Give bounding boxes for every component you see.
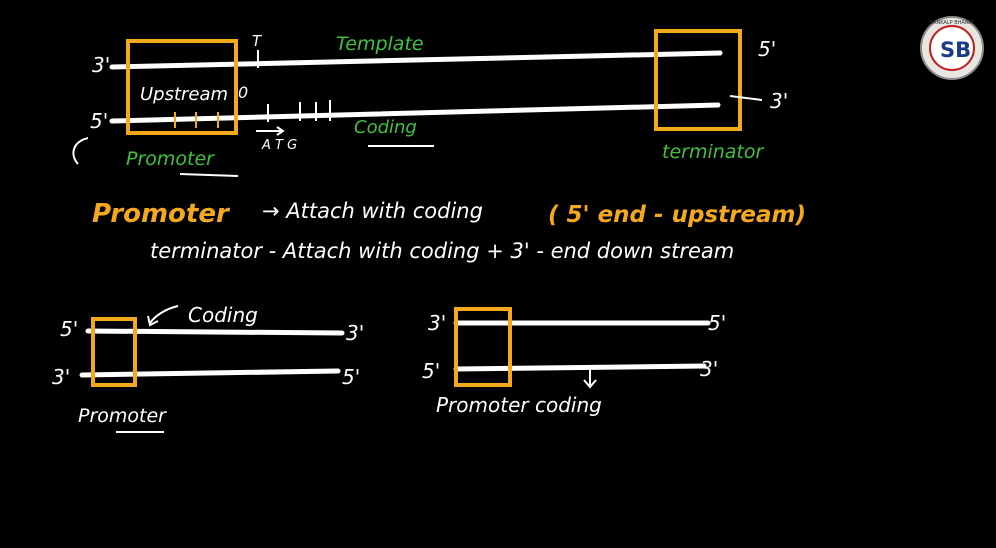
promoter-label: Promoter <box>78 405 167 427</box>
coding-ticks <box>267 100 331 122</box>
diagram-transcription-unit: 3' 5' 5' 3' Template Upstream 0 T A T G … <box>72 29 788 177</box>
template-label: Template <box>336 33 424 55</box>
right-top-end: 5' <box>758 37 776 61</box>
zero-mark: 0 <box>238 83 248 102</box>
notes-promoter-term: Promoter <box>92 199 231 229</box>
logo-letters: SB <box>940 38 971 62</box>
notes-line2-text: terminator - Attach with coding + 3' - e… <box>150 239 734 263</box>
diagram-left-promoter: 5' 3' 3' 5' Coding Promoter <box>52 303 364 433</box>
notes-line1-text: → Attach with coding <box>262 199 483 223</box>
left-top-end: 3' <box>92 53 110 77</box>
notes-line1-detail: ( 5' end - upstream) <box>548 202 806 228</box>
left-bottom-end: 5' <box>90 109 108 133</box>
promoter-box <box>91 317 137 387</box>
channel-logo: SB SANKALP BHARAT <box>920 16 984 80</box>
bottom-left-end: 3' <box>52 365 70 389</box>
top-left-end: 5' <box>60 317 78 341</box>
promoter-box <box>126 39 238 135</box>
right-bottom-end: 3' <box>770 89 788 113</box>
curved-arrow-icon <box>149 305 179 324</box>
coding-label: Coding <box>188 303 258 327</box>
promoter-box <box>454 307 512 387</box>
bottom-left-end: 5' <box>422 359 440 383</box>
coding-strand <box>109 102 721 124</box>
promoter-label: Promoter <box>126 148 215 170</box>
bases-label: A T G <box>261 138 297 153</box>
top-right-end: 3' <box>346 321 364 345</box>
terminator-box <box>654 29 742 131</box>
t-mark: T <box>252 32 263 50</box>
logo-ring-text: SANKALP BHARAT <box>930 20 975 26</box>
coding-label: Coding <box>354 117 417 138</box>
diagram-right-promoter: 3' 5' 5' 3' Promoter coding <box>422 307 726 417</box>
promoter-ticks <box>174 112 219 128</box>
upstream-label: Upstream <box>140 84 228 105</box>
curved-arrow-icon <box>72 137 89 165</box>
top-right-end: 5' <box>708 311 726 335</box>
notes: Promoter → Attach with coding ( 5' end -… <box>92 199 806 263</box>
terminator-label: terminator <box>662 141 764 163</box>
template-strand <box>109 50 723 70</box>
bottom-right-end: 5' <box>342 365 360 389</box>
top-left-end: 3' <box>428 311 446 335</box>
down-arrow-icon <box>583 379 597 389</box>
bottom-right-end: 3' <box>700 357 718 381</box>
promoter-coding-label: Promoter coding <box>436 393 602 417</box>
